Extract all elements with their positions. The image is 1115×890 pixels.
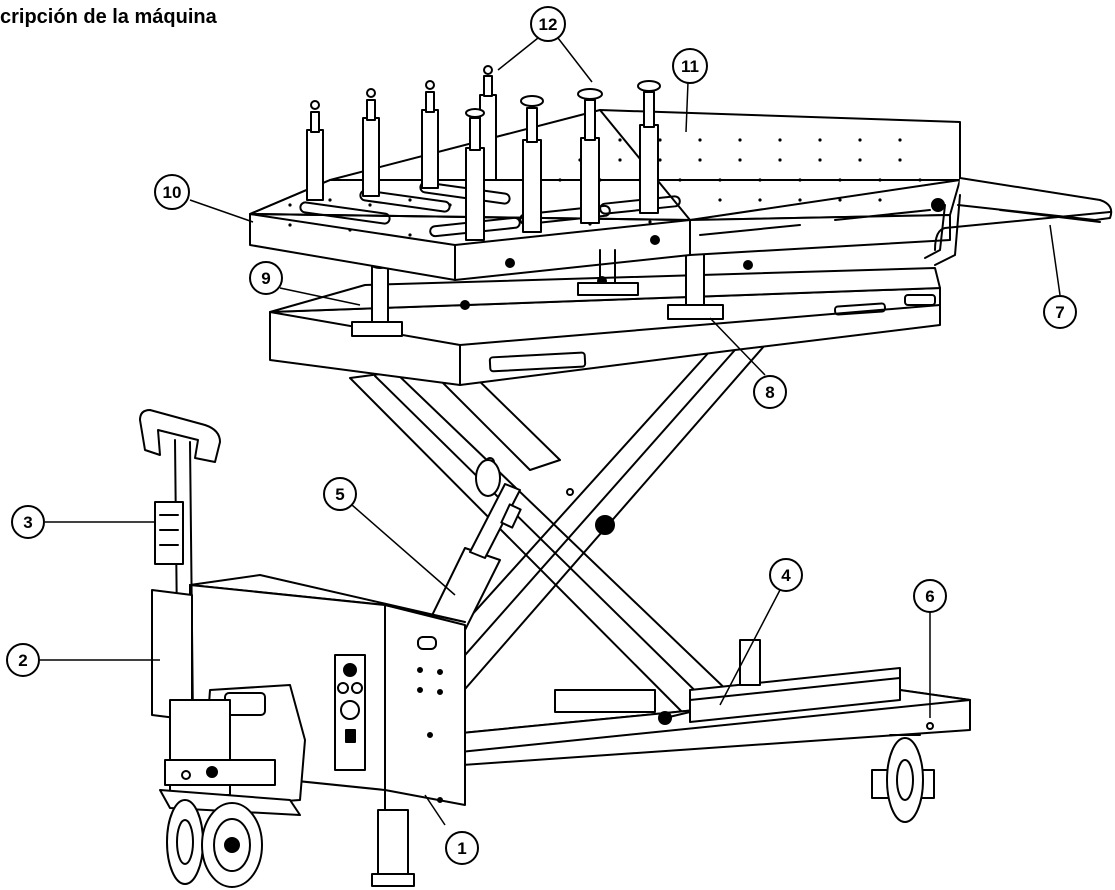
- callout-label-9: 9: [261, 269, 270, 288]
- callout-7: 7: [1043, 295, 1077, 329]
- callout-3: 3: [11, 505, 45, 539]
- page-title: cripción de la máquina: [0, 6, 217, 28]
- callout-6: 6: [913, 579, 947, 613]
- callout-label-3: 3: [23, 513, 32, 532]
- callout-label-11: 11: [681, 57, 699, 76]
- callout-1: 1: [445, 831, 479, 865]
- callout-label-4: 4: [781, 566, 791, 585]
- support-columns: [306, 65, 661, 241]
- callout-2: 2: [6, 643, 40, 677]
- callout-12: 12: [530, 6, 566, 42]
- callouts: [40, 37, 1061, 826]
- callout-label-12: 12: [539, 15, 558, 34]
- callout-8: 8: [753, 375, 787, 409]
- callout-4: 4: [769, 558, 803, 592]
- callout-11: 11: [672, 48, 708, 84]
- callout-label-2: 2: [18, 651, 27, 670]
- pallet-handle: [139, 409, 221, 723]
- base-chassis: [389, 639, 971, 771]
- callout-label-7: 7: [1055, 303, 1064, 322]
- callout-5: 5: [323, 477, 357, 511]
- callout-label-5: 5: [335, 485, 344, 504]
- callout-label-8: 8: [765, 383, 774, 402]
- rear-caster: [871, 734, 935, 823]
- callout-9: 9: [249, 261, 283, 295]
- callout-label-6: 6: [925, 587, 934, 606]
- callout-label-10: 10: [163, 183, 182, 202]
- pump-and-wheels: [159, 684, 306, 888]
- push-handle: [924, 177, 1113, 266]
- callout-10: 10: [154, 174, 190, 210]
- locking-pins: [351, 246, 724, 337]
- plate-holes: [288, 138, 922, 237]
- callout-label-1: 1: [457, 839, 466, 858]
